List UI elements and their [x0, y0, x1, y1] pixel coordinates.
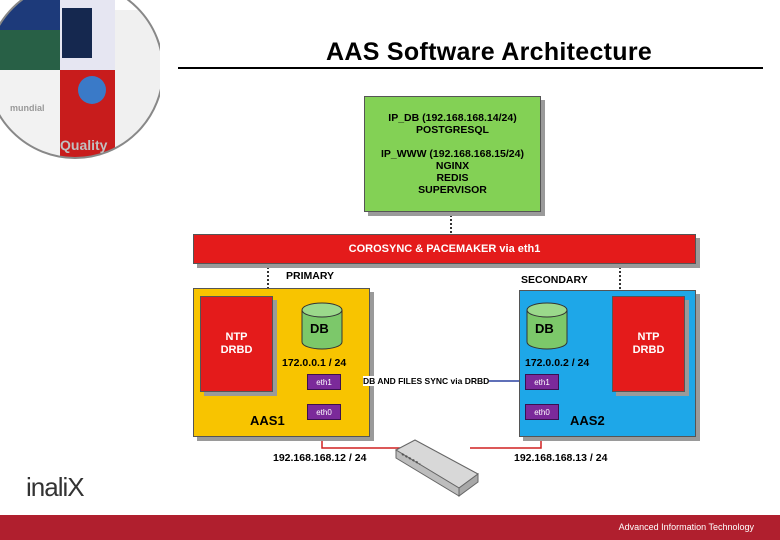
footer-text: Advanced Information Technology [618, 522, 754, 532]
shared-services-server: IP_DB (192.168.168.14/24) POSTGRESQL IP_… [364, 96, 541, 212]
logo-word-quality: Quality [60, 137, 108, 153]
redis-label: REDIS [436, 172, 469, 184]
footer-bar [0, 515, 780, 540]
drbd-sync-label: DB AND FILES SYNC via DRBD [363, 376, 490, 386]
aas2-db-label: DB [535, 321, 554, 336]
cluster-bar: COROSYNC & PACEMAKER via eth1 [193, 234, 696, 264]
aas2-name: AAS2 [570, 413, 605, 428]
slide-title: AAS Software Architecture [326, 38, 653, 66]
aas1-eth1-port: eth1 [307, 374, 341, 390]
aas1-public-ip: 192.168.168.12 / 24 [273, 452, 367, 464]
cluster-bar-label: COROSYNC & PACEMAKER via eth1 [348, 242, 541, 255]
aas2-database-icon [526, 302, 568, 350]
aas1-ntp-label: NTP [225, 331, 248, 343]
aas2-drbd-label: DRBD [632, 344, 665, 356]
supervisor-label: SUPERVISOR [418, 184, 487, 196]
inalix-logo: inaliX [26, 472, 85, 502]
network-switch-icon [394, 439, 479, 497]
nginx-label: NGINX [435, 160, 470, 172]
aas2-eth1-port: eth1 [525, 374, 559, 390]
primary-label: PRIMARY [286, 270, 335, 282]
aas1-ntp-drbd-box: NTP DRBD [200, 296, 273, 392]
aas2-public-ip: 192.168.168.13 / 24 [514, 452, 608, 464]
aas2-ntp-label: NTP [637, 331, 660, 343]
ip-www-label: IP_WWW (192.168.168.15/24) [381, 148, 524, 160]
aas1-db-label: DB [310, 321, 329, 336]
aas1-drbd-label: DRBD [220, 344, 253, 356]
secondary-label: SECONDARY [521, 274, 588, 286]
aas1-name: AAS1 [250, 413, 285, 428]
title-underline [178, 67, 763, 69]
aas2-eth0-port: eth0 [525, 404, 559, 420]
header-logo-collage [0, 0, 160, 159]
aas1-database-icon [301, 302, 343, 350]
aas2-ntp-drbd-box: NTP DRBD [612, 296, 685, 392]
postgresql-label: POSTGRESQL [416, 124, 489, 136]
aas2-private-ip: 172.0.0.2 / 24 [525, 357, 590, 369]
aas1-eth0-port: eth0 [307, 404, 341, 420]
ip-db-label: IP_DB (192.168.168.14/24) [388, 112, 517, 124]
aas1-private-ip: 172.0.0.1 / 24 [282, 357, 347, 369]
logo-word-mundial: mundial [10, 103, 45, 113]
